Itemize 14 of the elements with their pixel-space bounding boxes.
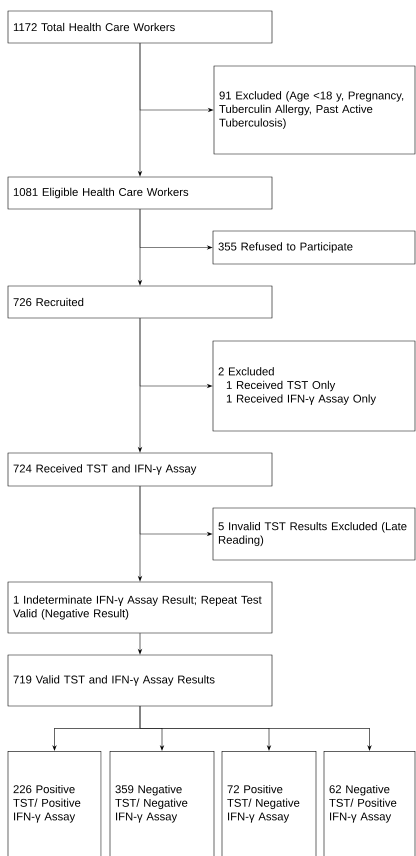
process-box: 726 Recruited [8,286,272,318]
process-box: 1172 Total Health Care Workers [8,10,272,44]
process-box: 719 Valid TST and IFN-γ Assay Results [8,654,272,706]
outcome-box: 62 Negative TST/ Positive IFN-γ Assay [324,751,416,856]
exclusion-box: 91 Excluded (Age <18 y, Pregnancy, Tuberculin Allergy, Past Active Tuberculosis) [214,66,416,154]
exclusion-box: 355 Refused to Participate [212,230,416,264]
process-box: 1 Indeterminate IFN-γ Assay Result; Repeat Test Valid (Negative Result) [8,582,272,634]
outcome-box: 226 Positive TST/ Positive IFN-γ Assay [8,751,102,856]
process-box: 724 Received TST and IFN-γ Assay [8,452,272,486]
outcome-box: 72 Positive TST/ Negative IFN-γ Assay [222,751,316,856]
exclusion-box: 5 Invalid TST Results Excluded (Late Reading) [212,508,416,560]
exclusion-box: 2 Excluded 1 Received TST Only 1 Received IFN-γ Assay Only [212,340,416,432]
process-box: 1081 Eligible Health Care Workers [8,176,272,210]
outcome-box: 359 Negative TST/ Negative IFN-γ Assay [110,751,214,856]
